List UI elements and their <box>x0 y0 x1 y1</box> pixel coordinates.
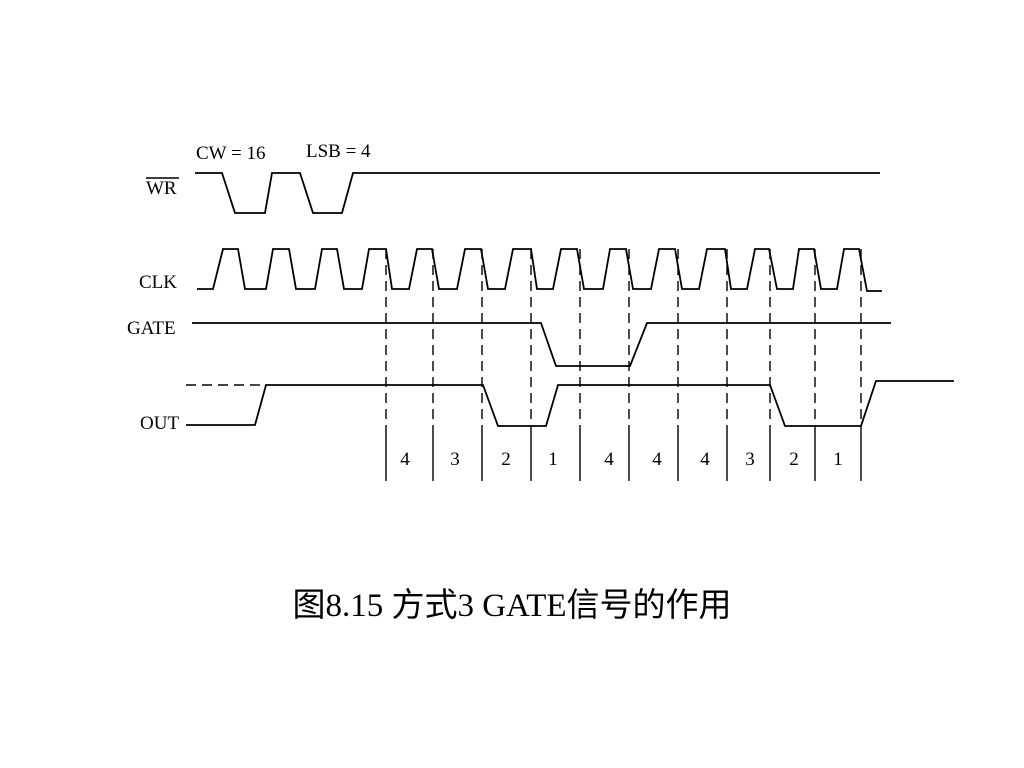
count-value: 2 <box>789 449 799 470</box>
count-value: 3 <box>745 449 755 470</box>
out-waveform <box>186 380 954 427</box>
lsb-annotation: LSB = 4 <box>306 141 371 162</box>
clk-label: CLK <box>139 272 177 293</box>
count-value: 4 <box>700 449 710 470</box>
count-values: 4 3 2 1 4 4 4 3 2 1 <box>400 449 843 470</box>
gate-label: GATE <box>127 318 176 339</box>
wr-waveform <box>195 172 880 214</box>
count-value: 4 <box>400 449 410 470</box>
figure-caption: 图8.15 方式3 GATE信号的作用 <box>292 588 732 624</box>
cw-annotation: CW = 16 <box>196 143 265 164</box>
count-value: 1 <box>833 449 843 470</box>
count-dividers <box>385 249 862 481</box>
count-value: 3 <box>450 449 460 470</box>
gate-waveform <box>192 322 891 367</box>
count-value: 4 <box>652 449 662 470</box>
clk-waveform <box>197 248 882 292</box>
count-value: 1 <box>548 449 558 470</box>
count-value: 2 <box>501 449 511 470</box>
out-label: OUT <box>140 413 179 434</box>
wr-label: WR <box>146 178 177 199</box>
count-value: 4 <box>604 449 614 470</box>
